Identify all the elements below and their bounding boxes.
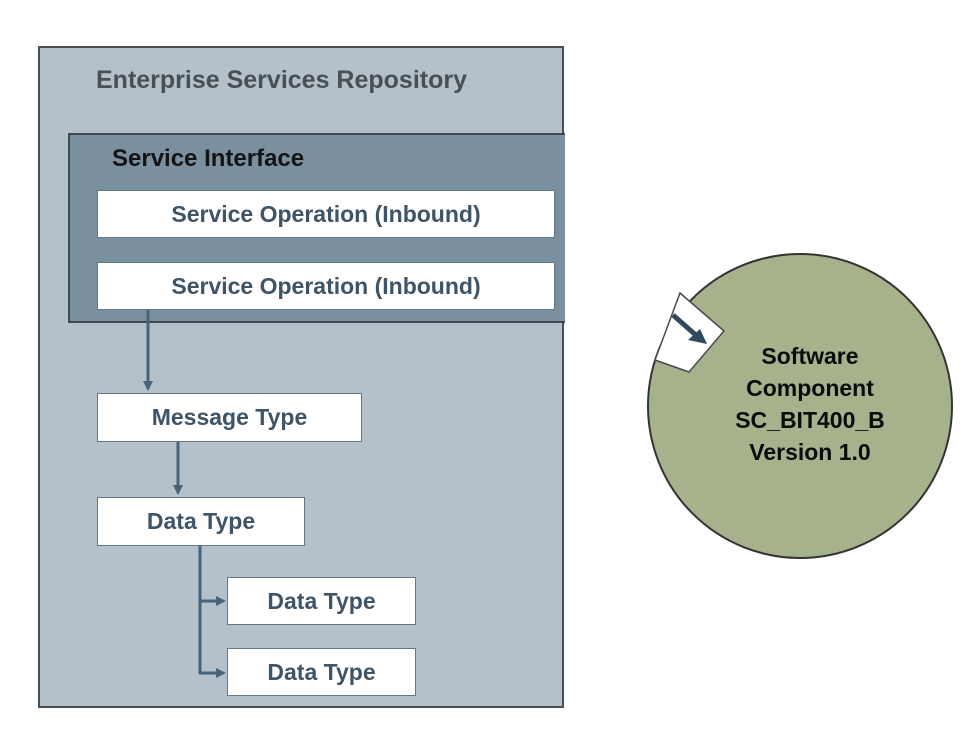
repository-title: Enterprise Services Repository — [96, 66, 467, 94]
component-entry-arrowhead — [688, 329, 707, 344]
data-type-box-1: Data Type — [97, 497, 305, 546]
message-type-label: Message Type — [151, 404, 308, 430]
component-entry-arrow — [671, 313, 700, 339]
service-operation-box-2: Service Operation (Inbound) — [97, 262, 555, 310]
software-component-line-3: SC_BIT400_B — [735, 407, 885, 433]
software-component-label: Software Component SC_BIT400_B Version 1… — [690, 340, 930, 468]
service-operation-label-1: Service Operation (Inbound) — [171, 200, 481, 227]
data-type-label-2: Data Type — [267, 587, 376, 614]
software-component-line-1: Software — [761, 343, 859, 369]
software-component-circle — [647, 253, 953, 559]
software-component-line-2: Component — [746, 375, 874, 401]
data-type-label-3: Data Type — [267, 658, 376, 685]
software-component-line-4: Version 1.0 — [749, 439, 871, 465]
message-type-box: Message Type — [97, 393, 362, 442]
service-operation-box-1: Service Operation (Inbound) — [97, 190, 555, 238]
service-interface-title: Service Interface — [112, 145, 305, 172]
service-operation-label-2: Service Operation (Inbound) — [171, 272, 481, 299]
data-type-box-2: Data Type — [227, 577, 416, 625]
data-type-box-3: Data Type — [227, 648, 416, 696]
data-type-label-1: Data Type — [146, 508, 256, 534]
